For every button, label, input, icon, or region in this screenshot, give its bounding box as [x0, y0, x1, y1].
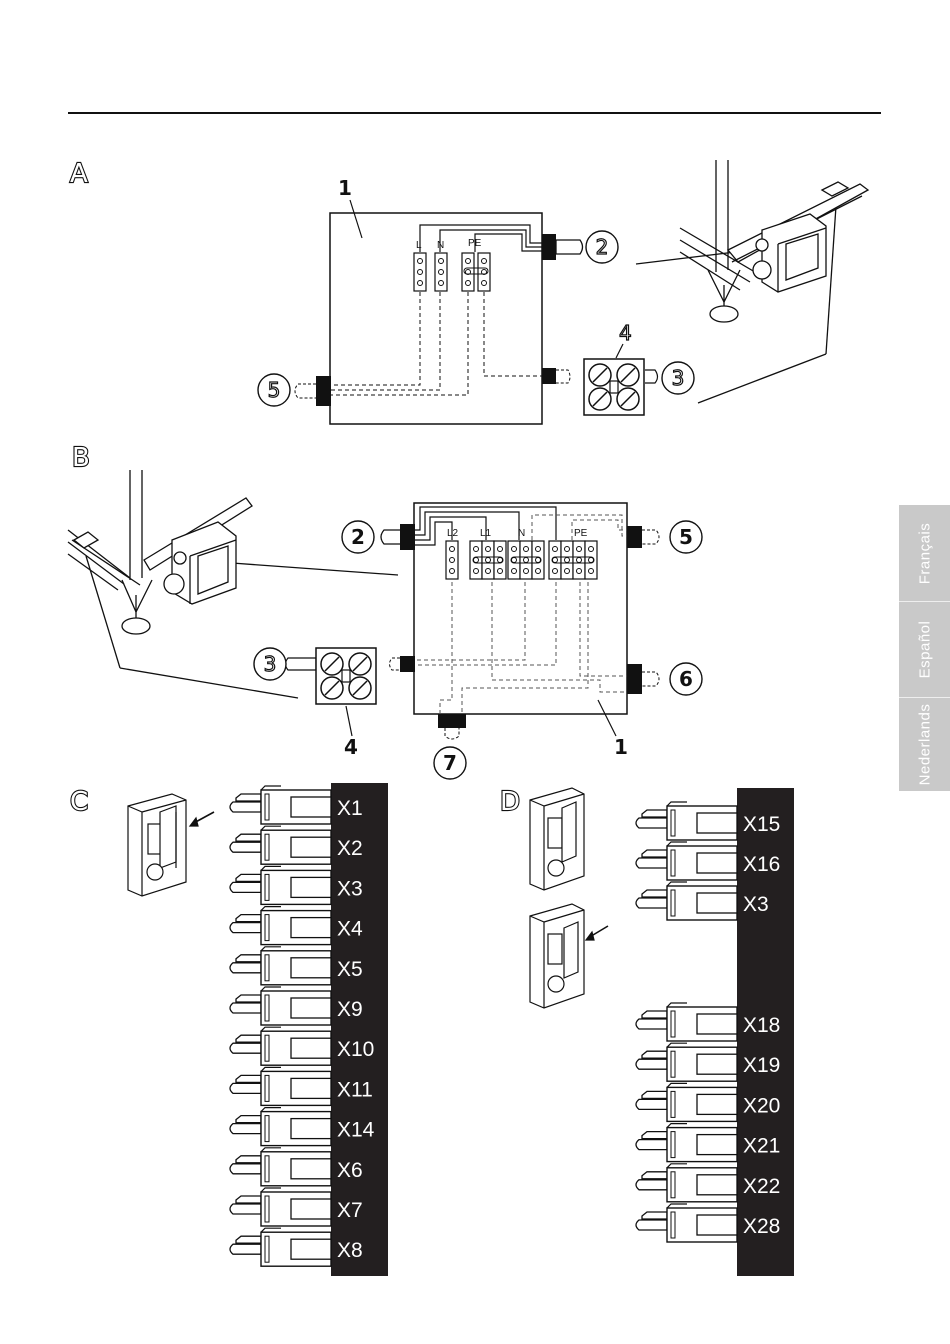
terminal-label-n: N [437, 240, 444, 251]
connector-d-x19-label: X19 [743, 1054, 780, 1077]
frame-illustration-b [68, 470, 252, 634]
connector-c-x2-label: X2 [337, 837, 363, 860]
connector-d-x15-label: X15 [743, 813, 780, 836]
callout-1-b: 1 [614, 735, 628, 759]
connector-c-x14-label: X14 [337, 1119, 375, 1142]
connector-c-x5-label: X5 [337, 958, 363, 981]
callout-5-a: 5 [268, 378, 281, 402]
section-label-d: D [500, 787, 520, 817]
pcb-illustration-c [128, 794, 214, 896]
connector-d-x22-label: X22 [743, 1175, 780, 1198]
connector-d-x18-label: X18 [743, 1014, 780, 1037]
junction-box-a [330, 213, 542, 424]
callout-4-b: 4 [344, 735, 358, 759]
connector-c-x8-label: X8 [337, 1239, 363, 1262]
connector-c-x6-label: X6 [337, 1159, 363, 1182]
terminal-label-pe-b: PE [574, 528, 588, 539]
callout-7-b: 7 [443, 751, 457, 775]
language-tab-nederlands[interactable]: Nederlands [899, 697, 950, 791]
connector-c-x7-label: X7 [337, 1199, 363, 1222]
pcb-illustration-d2 [530, 904, 608, 1008]
diagram-b: L2 L1 N PE 2 5 6 3 7 4 1 [68, 470, 702, 779]
terminal-label-l1: L1 [480, 528, 492, 539]
language-tab-francais[interactable]: Français [899, 505, 950, 602]
pcb-illustration-d1 [530, 788, 584, 890]
connector-c-x3-label: X3 [337, 877, 363, 900]
callout-2-b: 2 [351, 525, 365, 549]
connector-c-x11-label: X11 [337, 1078, 373, 1101]
callout-6-b: 6 [679, 667, 693, 691]
connector-d-x3-label: X3 [743, 893, 769, 916]
frame-illustration-a [680, 160, 868, 322]
callout-5-b: 5 [679, 525, 693, 549]
section-label-b: B [72, 443, 90, 473]
terminal-label-n-b: N [518, 528, 525, 539]
callout-3-b: 3 [264, 652, 277, 676]
callout-1-a: 1 [338, 176, 352, 200]
connector-c-x1-label: X1 [337, 797, 363, 820]
section-label-a: A [70, 159, 88, 189]
connector-d-x20-label: X20 [743, 1094, 780, 1117]
language-tabs: Français Español Nederlands [899, 505, 950, 791]
terminal-label-l2: L2 [447, 528, 459, 539]
diagram-a: L N PE 1 2 3 5 4 [258, 160, 868, 424]
terminal-label-pe: PE [468, 238, 482, 249]
connector-c-x4-label: X4 [337, 918, 363, 941]
terminal-label-l: L [416, 240, 422, 251]
connector-d-x21-label: X21 [743, 1135, 780, 1158]
connector-c-x10-label: X10 [337, 1038, 374, 1061]
language-tab-espanol[interactable]: Español [899, 601, 950, 698]
section-label-c: C [70, 787, 88, 817]
connector-c-x9-label: X9 [337, 998, 363, 1021]
connector-d-x16-label: X16 [743, 853, 780, 876]
callout-4-a: 4 [619, 321, 632, 345]
callout-3-a: 3 [672, 366, 685, 390]
callout-2-a: 2 [596, 235, 609, 259]
connector-d-x28-label: X28 [743, 1215, 780, 1238]
